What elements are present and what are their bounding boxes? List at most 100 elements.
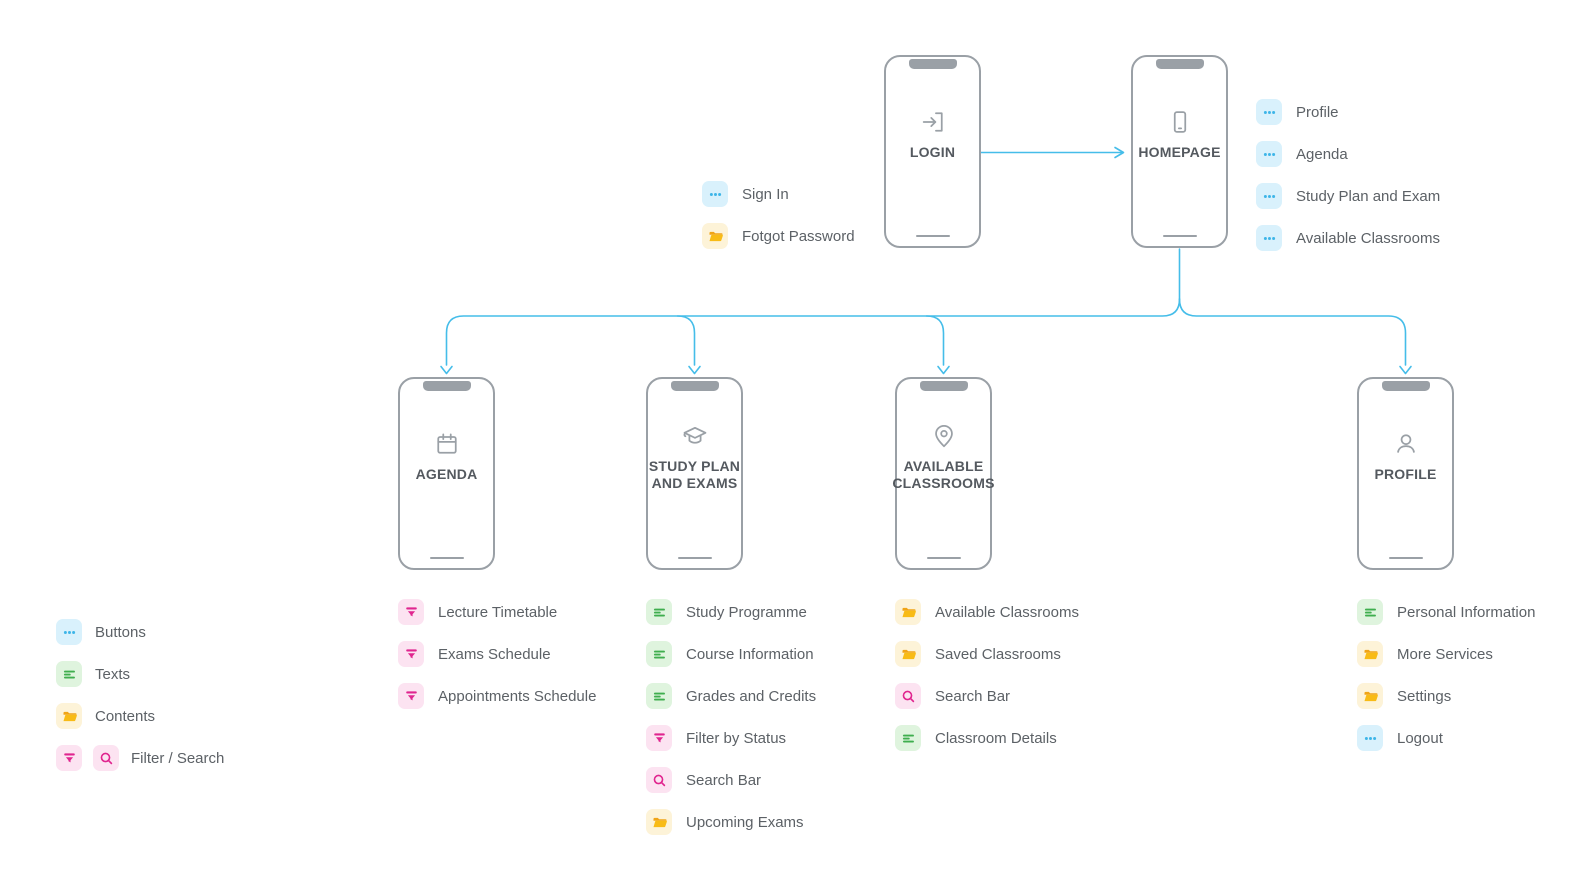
feature-row[interactable]: Study Plan and Exam	[1256, 183, 1440, 209]
feature-label: Study Programme	[686, 603, 807, 621]
folder-icon	[1357, 641, 1383, 667]
legend-row-contents[interactable]: Contents	[56, 703, 224, 729]
feature-row[interactable]: Personal Information	[1357, 599, 1535, 625]
feature-row[interactable]: Appointments Schedule	[398, 683, 596, 709]
feature-label: Sign In	[742, 185, 789, 203]
feature-row[interactable]: Filter by Status	[646, 725, 816, 751]
legend: Buttons Texts Contents Filter / Search	[56, 619, 224, 771]
text-lines-icon	[646, 641, 672, 667]
phone-notch	[919, 381, 968, 391]
button-dots-icon	[1256, 141, 1282, 167]
feature-label: Upcoming Exams	[686, 813, 804, 831]
feature-row[interactable]: Agenda	[1256, 141, 1440, 167]
filter-icon	[56, 745, 82, 771]
screen-agenda[interactable]: AGENDA	[398, 377, 495, 570]
feature-label: Exams Schedule	[438, 645, 551, 663]
screen-login[interactable]: LOGIN	[884, 55, 981, 248]
feature-row[interactable]: Classroom Details	[895, 725, 1079, 751]
feature-label: Available Classrooms	[1296, 229, 1440, 247]
login-icon	[919, 108, 947, 136]
feature-label: Fotgot Password	[742, 227, 855, 245]
folder-icon	[646, 809, 672, 835]
map-pin-icon	[930, 422, 958, 450]
phone-homebar	[1388, 556, 1423, 559]
classrooms-feature-list: Available Classrooms Saved Classrooms Se…	[895, 599, 1079, 751]
legend-row-texts[interactable]: Texts	[56, 661, 224, 687]
study-plan-feature-list: Study Programme Course Information Grade…	[646, 599, 816, 835]
feature-row[interactable]: Upcoming Exams	[646, 809, 816, 835]
phone-homebar	[915, 234, 950, 237]
text-lines-icon	[56, 661, 82, 687]
feature-label: Study Plan and Exam	[1296, 187, 1441, 205]
feature-row[interactable]: Sign In	[702, 181, 855, 207]
feature-row[interactable]: Search Bar	[895, 683, 1079, 709]
feature-row[interactable]: Grades and Credits	[646, 683, 816, 709]
button-dots-icon	[1256, 225, 1282, 251]
feature-label: Settings	[1397, 687, 1452, 705]
screen-title: LOGIN	[909, 144, 956, 161]
legend-label: Buttons	[95, 623, 146, 641]
feature-row[interactable]: Saved Classrooms	[895, 641, 1079, 667]
feature-label: Personal Information	[1397, 603, 1536, 621]
screen-study-plan[interactable]: STUDY PLAN AND EXAMS	[646, 377, 743, 570]
filter-icon	[398, 683, 424, 709]
calendar-icon	[433, 430, 461, 458]
feature-row[interactable]: Profile	[1256, 99, 1440, 125]
screen-profile[interactable]: PROFILE	[1357, 377, 1454, 570]
folder-icon	[895, 599, 921, 625]
feature-row[interactable]: Study Programme	[646, 599, 816, 625]
feature-row[interactable]: Available Classrooms	[895, 599, 1079, 625]
feature-label: Search Bar	[935, 687, 1011, 705]
legend-label: Contents	[95, 707, 156, 725]
screen-title: PROFILE	[1374, 466, 1437, 483]
feature-label: Lecture Timetable	[438, 603, 558, 621]
button-dots-icon	[1256, 183, 1282, 209]
feature-label: Profile	[1296, 103, 1339, 121]
feature-label: Logout	[1397, 729, 1443, 747]
feature-label: Search Bar	[686, 771, 762, 789]
feature-row[interactable]: Exams Schedule	[398, 641, 596, 667]
phone-homebar	[429, 556, 464, 559]
screen-title: AVAILABLE CLASSROOMS	[892, 458, 995, 491]
legend-label: Texts	[95, 665, 131, 683]
filter-icon	[398, 599, 424, 625]
legend-row-filter-search[interactable]: Filter / Search	[56, 745, 224, 771]
legend-row-buttons[interactable]: Buttons	[56, 619, 224, 645]
screen-available-classrooms[interactable]: AVAILABLE CLASSROOMS	[892, 377, 994, 570]
phone-notch	[670, 381, 719, 391]
feature-label: Agenda	[1296, 145, 1348, 163]
feature-row[interactable]: Search Bar	[646, 767, 816, 793]
button-dots-icon	[702, 181, 728, 207]
feature-row[interactable]: Available Classrooms	[1256, 225, 1440, 251]
folder-icon	[56, 703, 82, 729]
phone-notch	[908, 59, 957, 69]
feature-label: More Services	[1397, 645, 1493, 663]
legend-label: Filter / Search	[131, 749, 225, 767]
folder-icon	[895, 641, 921, 667]
agenda-feature-list: Lecture Timetable Exams Schedule Appoint…	[398, 599, 596, 709]
feature-row[interactable]: Settings	[1357, 683, 1535, 709]
button-dots-icon	[1256, 99, 1282, 125]
graduation-cap-icon	[681, 422, 709, 450]
feature-row[interactable]: Logout	[1357, 725, 1535, 751]
folder-icon	[1357, 683, 1383, 709]
phone-notch	[1381, 381, 1430, 391]
feature-label: Appointments Schedule	[438, 687, 597, 705]
feature-row[interactable]: Lecture Timetable	[398, 599, 596, 625]
phone-notch	[422, 381, 471, 391]
feature-row[interactable]: Fotgot Password	[702, 223, 855, 249]
phone-homebar	[926, 556, 961, 559]
homepage-feature-list: Profile Agenda Study Plan and Exam Avail…	[1256, 99, 1440, 251]
phone-homebar	[1162, 234, 1197, 237]
feature-row[interactable]: More Services	[1357, 641, 1535, 667]
folder-icon	[702, 223, 728, 249]
screen-title: HOMEPAGE	[1138, 144, 1221, 161]
search-icon	[646, 767, 672, 793]
button-dots-icon	[1357, 725, 1383, 751]
feature-label: Grades and Credits	[686, 687, 817, 705]
phone-notch	[1155, 59, 1204, 69]
screen-homepage[interactable]: HOMEPAGE	[1131, 55, 1228, 248]
smartphone-icon	[1166, 108, 1194, 136]
filter-icon	[646, 725, 672, 751]
feature-row[interactable]: Course Information	[646, 641, 816, 667]
